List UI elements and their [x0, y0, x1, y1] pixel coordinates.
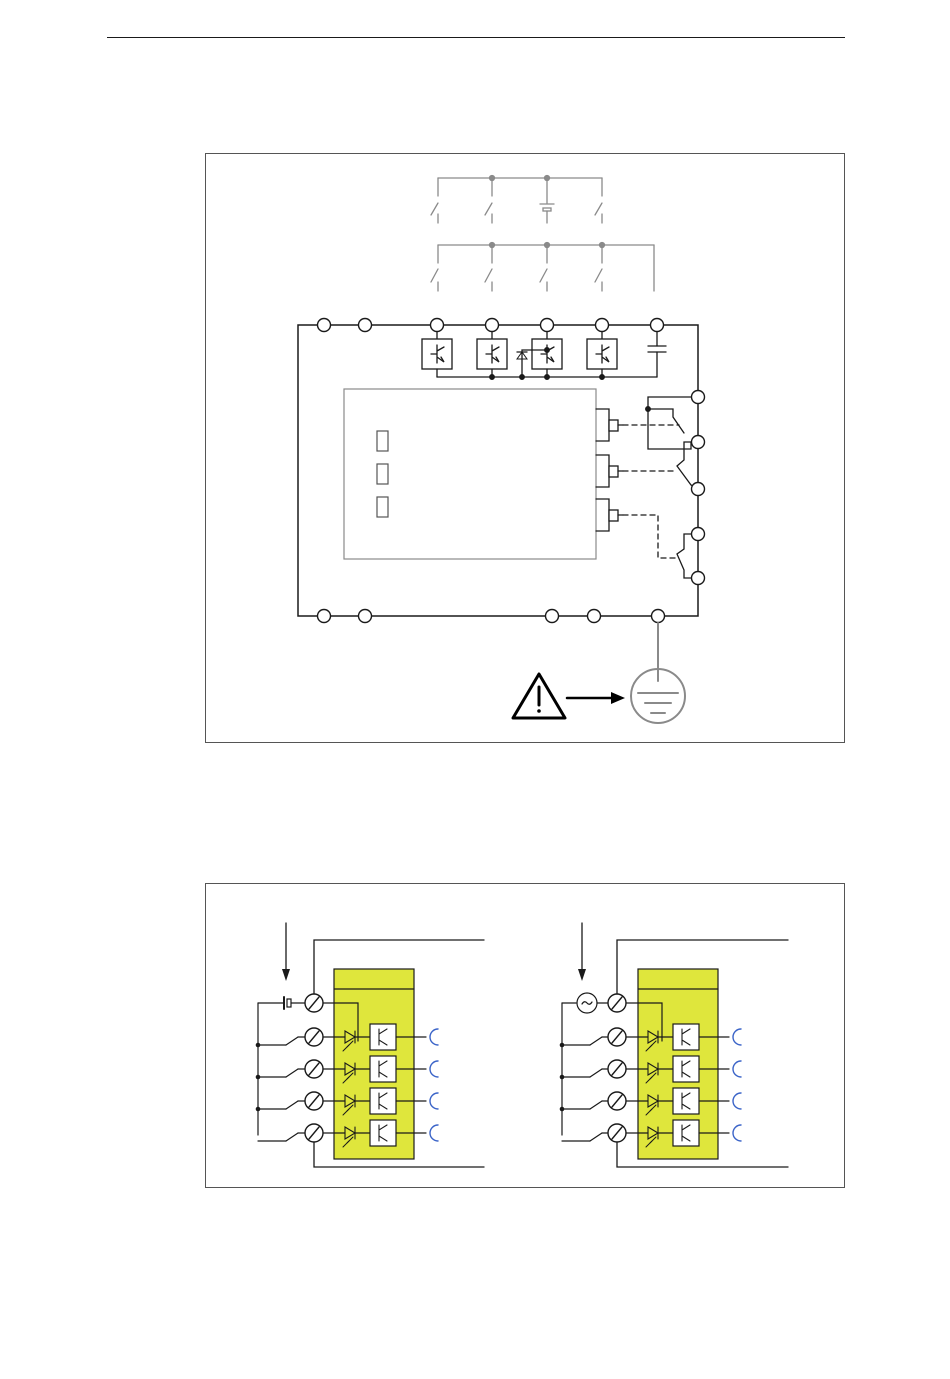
relay-outputs [596, 397, 698, 578]
input-switch [286, 1101, 298, 1109]
input-switch [590, 1037, 602, 1045]
output-arc-icon [733, 1061, 741, 1077]
junction-dot [560, 1043, 565, 1048]
output-arc-icon [430, 1093, 438, 1109]
input-switch [286, 1037, 298, 1045]
input-switch [286, 1133, 298, 1141]
input-switch [590, 1101, 602, 1109]
dc-source-icon [258, 997, 307, 1009]
arrow-down-icon [282, 969, 290, 981]
junction-dot [256, 1107, 261, 1112]
output-arc-icon [733, 1029, 741, 1045]
optocoupler [370, 1024, 396, 1050]
optocoupler [673, 1088, 699, 1114]
output-arc-icon [430, 1125, 438, 1141]
input-switch [590, 1133, 602, 1141]
optocoupler [673, 1056, 699, 1082]
output-arc-icon [430, 1029, 438, 1045]
input-wiring-figure [205, 883, 845, 1188]
internal-electronics-block [344, 389, 596, 559]
optocoupler [370, 1056, 396, 1082]
field-switches-lower [431, 243, 654, 292]
wiring-diagram-figure [205, 153, 845, 743]
input-wiring-svg [206, 884, 846, 1189]
optocoupler [673, 1024, 699, 1050]
wiring-diagram-svg [206, 154, 846, 744]
optocoupler [673, 1120, 699, 1146]
field-switches-upper [431, 176, 602, 224]
input-switch [590, 1069, 602, 1077]
warning-triangle-icon [513, 674, 565, 718]
junction-dot [256, 1075, 261, 1080]
arrow-to-ground-icon [567, 692, 625, 704]
ground-icon [631, 623, 685, 723]
output-arc-icon [430, 1061, 438, 1077]
output-arc-icon [733, 1093, 741, 1109]
optocoupler [370, 1088, 396, 1114]
input-switch [286, 1069, 298, 1077]
junction-dot [256, 1043, 261, 1048]
ac-source-icon [562, 993, 610, 1013]
output-arc-icon [733, 1125, 741, 1141]
junction-dot [560, 1107, 565, 1112]
input-optocouplers [422, 332, 666, 379]
header-rule [107, 37, 845, 38]
junction-dot [560, 1075, 565, 1080]
optocoupler [370, 1120, 396, 1146]
arrow-down-icon [578, 969, 586, 981]
